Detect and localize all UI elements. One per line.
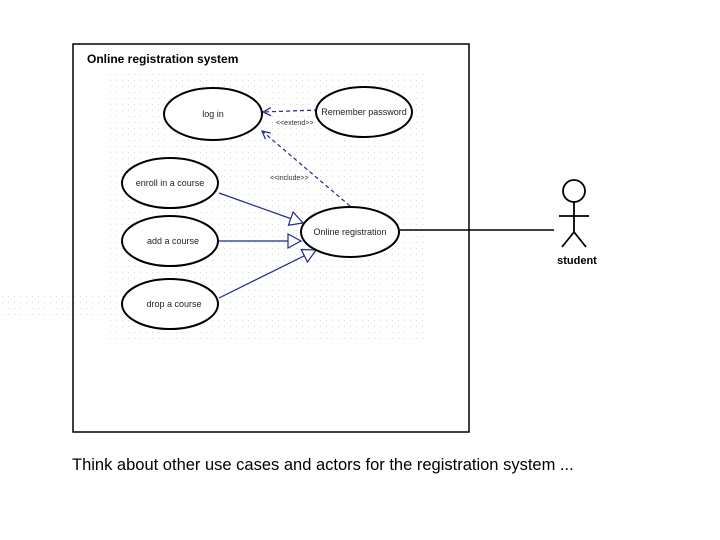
actor-student <box>559 179 589 248</box>
use-case-enroll: enroll in a course <box>121 157 219 209</box>
system-boundary <box>72 43 470 433</box>
use-case-remember-password: Remember password <box>315 86 413 138</box>
include-arrow <box>262 131 351 207</box>
use-case-add-label: add a course <box>147 236 199 246</box>
actor-label: student <box>557 255 597 267</box>
extend-arrow <box>263 110 319 112</box>
use-case-drop-label: drop a course <box>146 299 201 309</box>
system-title: Online registration system <box>87 52 238 66</box>
generalization-enroll <box>218 192 305 226</box>
use-case-enroll-label: enroll in a course <box>136 178 205 188</box>
extend-label: <<extend>> <box>276 120 313 127</box>
generalization-drop <box>218 248 318 299</box>
caption: Think about other use cases and actors f… <box>72 456 574 474</box>
use-case-login: log in <box>163 87 263 141</box>
include-label: <<include>> <box>270 175 309 182</box>
use-case-online-label: Online registration <box>313 227 386 237</box>
use-case-add: add a course <box>121 215 219 267</box>
use-case-remember-label: Remember password <box>321 107 407 117</box>
use-case-login-label: log in <box>202 109 224 119</box>
use-case-online-registration: Online registration <box>300 206 400 258</box>
use-case-drop: drop a course <box>121 278 219 330</box>
actor-head-icon <box>562 179 586 203</box>
